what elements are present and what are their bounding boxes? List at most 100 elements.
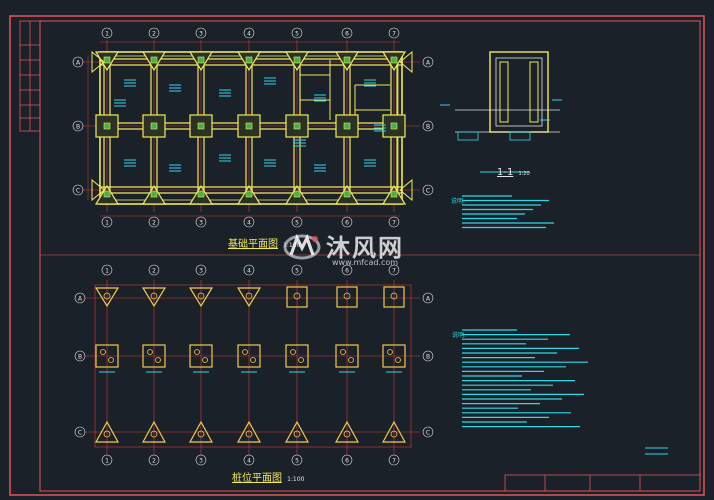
pile-cap-triangle <box>141 287 167 308</box>
grid-bubble <box>291 264 303 276</box>
pile-cap-square <box>237 344 261 368</box>
column <box>150 122 158 130</box>
grid-bubble-label: 2 <box>152 220 156 227</box>
grid-bubble <box>195 216 207 228</box>
pile-cap-triangle <box>141 420 167 443</box>
watermark-url: www.mfcad.com <box>332 258 399 267</box>
pile-cap-triangle <box>381 420 407 443</box>
pile <box>242 349 248 355</box>
bottom-title-block <box>504 474 701 492</box>
grid-bubble <box>341 27 353 39</box>
column <box>150 56 158 64</box>
pile <box>395 357 401 363</box>
foundation-plan-title: 基础平面图 <box>228 239 278 250</box>
grid-bubble <box>72 56 84 68</box>
grid-bubble-label: C <box>426 430 430 437</box>
pile-plan-scale: 1:100 <box>287 476 305 483</box>
grid-bubble <box>291 216 303 228</box>
grid-bubble <box>101 264 113 276</box>
pile-cap-square <box>336 286 358 308</box>
grid-bubble <box>195 264 207 276</box>
grid-bubble <box>341 454 353 466</box>
grid-bubble-label: 5 <box>295 268 299 275</box>
pile-cap-triangle <box>284 420 310 443</box>
pile <box>197 430 205 438</box>
pile <box>293 430 301 438</box>
grid-bubble-label: 6 <box>345 458 349 465</box>
foundation-plan-title-block: 基础平面图 1:100 <box>228 232 300 251</box>
section-footing <box>457 131 479 141</box>
grid-bubble <box>101 454 113 466</box>
grid-bubble <box>388 454 400 466</box>
pile <box>147 349 153 355</box>
column <box>103 122 111 130</box>
pile <box>150 292 158 300</box>
pile-cap-square <box>286 286 308 308</box>
grid-bubble <box>422 56 434 68</box>
pile-cap-square <box>142 344 166 368</box>
column <box>150 190 158 198</box>
grid-bubble <box>388 27 400 39</box>
column <box>343 122 351 130</box>
pile-cap-square <box>382 344 406 368</box>
watermark-brand: 沐风网 <box>326 234 404 262</box>
pile <box>293 292 301 300</box>
grid-bubble-label: 5 <box>295 31 299 38</box>
pile-cap-triangle <box>236 287 262 308</box>
pile <box>103 430 111 438</box>
column <box>293 122 301 130</box>
pile-cap-square <box>383 286 405 308</box>
pile <box>100 349 106 355</box>
grid-bubble <box>101 27 113 39</box>
grid-bubble-label: 5 <box>295 220 299 227</box>
end-cap <box>399 178 413 202</box>
grid-bubble <box>195 27 207 39</box>
grid-bubble-label: 4 <box>247 268 251 275</box>
pile-cap-triangle <box>188 420 214 443</box>
grid-bubble <box>341 264 353 276</box>
section-footing <box>509 131 531 141</box>
grid-bubble-label: C <box>78 430 82 437</box>
column <box>343 56 351 64</box>
pile-cap-triangle <box>94 287 120 308</box>
grid-bubble-label: 3 <box>199 220 203 227</box>
pile <box>194 349 200 355</box>
grid-bubble <box>72 120 84 132</box>
grid-bubble <box>388 216 400 228</box>
inner-frame <box>39 20 701 492</box>
grid-bubble <box>72 184 84 196</box>
pile-cap-square <box>189 344 213 368</box>
pile-cap-triangle <box>236 420 262 443</box>
grid-bubble-label: A <box>426 296 431 303</box>
pile <box>197 292 205 300</box>
column <box>293 56 301 64</box>
grid-bubble-label: A <box>76 60 81 67</box>
grid-bubble-label: 7 <box>392 268 396 275</box>
grid-bubble-label: 1 <box>105 458 109 465</box>
section-title-block: 1-1 1:20 <box>497 160 530 179</box>
column <box>197 190 205 198</box>
grid-bubble-label: 3 <box>199 268 203 275</box>
foundation-plan-scale: 1:100 <box>283 242 301 249</box>
column <box>245 190 253 198</box>
end-cap <box>399 50 413 74</box>
notes-label-lower: 说明: <box>452 332 467 339</box>
grid-bubble-label: 7 <box>392 458 396 465</box>
column <box>390 190 398 198</box>
pile-cap-triangle <box>188 287 214 308</box>
grid-bubble-label: 1 <box>105 31 109 38</box>
pile <box>390 292 398 300</box>
grid-bubble-label: 2 <box>152 31 156 38</box>
column <box>197 122 205 130</box>
grid-bubble <box>74 426 86 438</box>
grid-bubble-label: B <box>426 124 430 131</box>
pile <box>245 292 253 300</box>
grid-bubble <box>291 27 303 39</box>
outer-frame <box>9 15 705 496</box>
grid-bubble-label: 2 <box>152 268 156 275</box>
section-wall <box>529 61 539 123</box>
grid-bubble <box>422 350 434 362</box>
column <box>103 190 111 198</box>
